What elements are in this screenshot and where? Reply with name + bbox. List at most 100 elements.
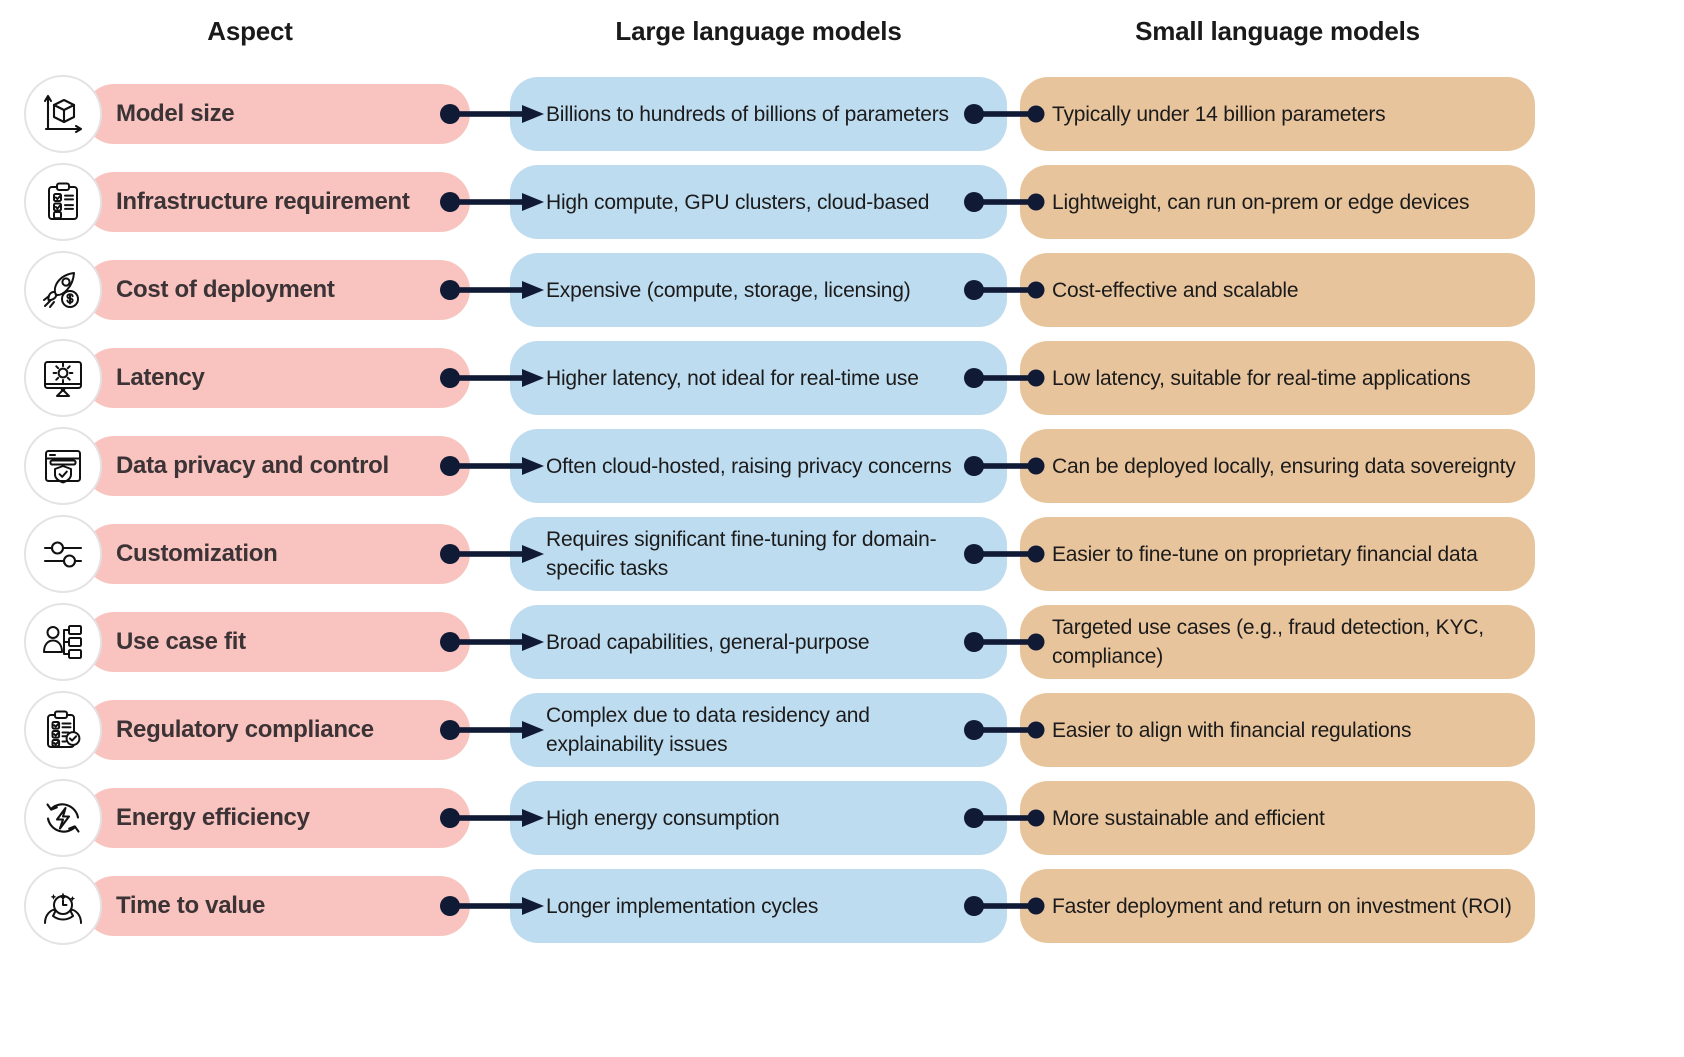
rocket-dollar-icon bbox=[24, 251, 102, 329]
connector-llm-to-slm bbox=[962, 691, 1048, 769]
llm-text: Often cloud-hosted, raising privacy conc… bbox=[546, 454, 952, 478]
aspect-label: Model size bbox=[116, 100, 235, 127]
aspect-label: Energy efficiency bbox=[116, 804, 310, 831]
aspect-label: Regulatory compliance bbox=[116, 716, 374, 743]
comparison-row: Latency Higher latency, not ideal for re… bbox=[0, 339, 1684, 417]
comparison-row: Time to value Longer implementation cycl… bbox=[0, 867, 1684, 945]
connector-aspect-to-llm bbox=[436, 75, 546, 153]
connector-llm-to-slm bbox=[962, 251, 1048, 329]
clipboard-check-badge-icon bbox=[24, 691, 102, 769]
slm-text: Easier to fine-tune on proprietary finan… bbox=[1052, 542, 1478, 566]
llm-box[interactable] bbox=[510, 781, 1007, 855]
clipboard-checklist-icon bbox=[24, 163, 102, 241]
connector-llm-to-slm bbox=[962, 515, 1048, 593]
slm-text: More sustainable and efficient bbox=[1052, 806, 1325, 830]
llm-box[interactable] bbox=[510, 77, 1007, 151]
llm-box[interactable] bbox=[510, 429, 1007, 503]
column-headers: Aspect Large language models Small langu… bbox=[0, 16, 1684, 56]
aspect-label: Time to value bbox=[116, 892, 266, 919]
comparison-row: Customization Requires significant fine-… bbox=[0, 515, 1684, 593]
header-small-language-models: Small language models bbox=[1135, 16, 1420, 46]
connector-llm-to-slm bbox=[962, 867, 1048, 945]
slm-box[interactable] bbox=[1020, 429, 1535, 503]
monitor-gear-icon bbox=[24, 339, 102, 417]
connector-aspect-to-llm bbox=[436, 779, 546, 857]
aspect-label: Data privacy and control bbox=[116, 452, 389, 479]
comparison-row: Data privacy and control Often cloud-hos… bbox=[0, 427, 1684, 505]
llm-text: Broad capabilities, general-purpose bbox=[546, 630, 870, 654]
aspect-label: Cost of deployment bbox=[116, 276, 335, 303]
llm-box[interactable] bbox=[510, 341, 1007, 415]
llm-text: Higher latency, not ideal for real-time … bbox=[546, 366, 919, 390]
aspect-pill[interactable] bbox=[84, 436, 470, 496]
llm-text: Requires significant fine-tuning for dom… bbox=[546, 528, 937, 580]
slm-box[interactable] bbox=[1020, 869, 1535, 943]
aspect-pill[interactable] bbox=[84, 84, 470, 144]
comparison-row: Infrastructure requirement High compute,… bbox=[0, 163, 1684, 241]
connector-aspect-to-llm bbox=[436, 251, 546, 329]
comparison-row: Regulatory compliance Complex due to dat… bbox=[0, 691, 1684, 769]
connector-aspect-to-llm bbox=[436, 339, 546, 417]
comparison-row: Energy efficiency High energy consumptio… bbox=[0, 779, 1684, 857]
connector-llm-to-slm bbox=[962, 75, 1048, 153]
slm-box[interactable] bbox=[1020, 77, 1535, 151]
slm-box[interactable] bbox=[1020, 693, 1535, 767]
aspect-pill[interactable] bbox=[84, 700, 470, 760]
connector-llm-to-slm bbox=[962, 427, 1048, 505]
sliders-icon bbox=[24, 515, 102, 593]
connector-aspect-to-llm bbox=[436, 691, 546, 769]
llm-box[interactable] bbox=[510, 253, 1007, 327]
connector-llm-to-slm bbox=[962, 779, 1048, 857]
aspect-pill[interactable] bbox=[84, 876, 470, 936]
slm-text: Low latency, suitable for real-time appl… bbox=[1052, 366, 1471, 390]
comparison-row: Use case fit Broad capabilities, general… bbox=[0, 603, 1684, 681]
aspect-pill[interactable] bbox=[84, 524, 470, 584]
slm-box[interactable] bbox=[1020, 165, 1535, 239]
llm-text: High compute, GPU clusters, cloud-based bbox=[546, 190, 930, 214]
slm-text: Faster deployment and return on investme… bbox=[1052, 894, 1512, 918]
connector-aspect-to-llm bbox=[436, 427, 546, 505]
slm-box[interactable] bbox=[1020, 605, 1535, 679]
aspect-pill[interactable] bbox=[84, 260, 470, 320]
slm-text: Targeted use cases (e.g., fraud detectio… bbox=[1052, 616, 1484, 668]
connector-llm-to-slm bbox=[962, 163, 1048, 241]
connector-aspect-to-llm bbox=[436, 515, 546, 593]
llm-text: High energy consumption bbox=[546, 806, 780, 830]
user-hierarchy-icon bbox=[24, 603, 102, 681]
slm-box[interactable] bbox=[1020, 253, 1535, 327]
llm-box[interactable] bbox=[510, 693, 1007, 767]
llm-text: Billions to hundreds of billions of para… bbox=[546, 102, 949, 126]
comparison-row: Model size Billions to hundreds of billi… bbox=[0, 75, 1684, 153]
header-large-language-models: Large language models bbox=[615, 16, 902, 46]
slm-box[interactable] bbox=[1020, 341, 1535, 415]
connector-aspect-to-llm bbox=[436, 163, 546, 241]
connector-llm-to-slm bbox=[962, 339, 1048, 417]
llm-text: Expensive (compute, storage, licensing) bbox=[546, 278, 911, 302]
connector-aspect-to-llm bbox=[436, 867, 546, 945]
llm-box[interactable] bbox=[510, 165, 1007, 239]
llm-box[interactable] bbox=[510, 517, 1007, 591]
aspect-pill[interactable] bbox=[84, 612, 470, 672]
aspect-label: Infrastructure requirement bbox=[116, 188, 410, 215]
aspect-pill[interactable] bbox=[84, 788, 470, 848]
header-aspect: Aspect bbox=[207, 16, 293, 46]
llm-text: Complex due to data residency and explai… bbox=[546, 704, 870, 756]
slm-box[interactable] bbox=[1020, 517, 1535, 591]
browser-shield-icon bbox=[24, 427, 102, 505]
aspect-label: Customization bbox=[116, 540, 278, 567]
llm-box[interactable] bbox=[510, 605, 1007, 679]
aspect-pill[interactable] bbox=[84, 348, 470, 408]
llm-box[interactable] bbox=[510, 869, 1007, 943]
slm-text: Can be deployed locally, ensuring data s… bbox=[1052, 454, 1516, 478]
aspect-label: Latency bbox=[116, 364, 205, 391]
slm-text: Easier to align with financial regulatio… bbox=[1052, 718, 1412, 742]
aspect-pill[interactable] bbox=[84, 172, 470, 232]
slm-text: Typically under 14 billion parameters bbox=[1052, 102, 1386, 126]
connector-aspect-to-llm bbox=[436, 603, 546, 681]
slm-text: Lightweight, can run on-prem or edge dev… bbox=[1052, 190, 1470, 214]
connector-llm-to-slm bbox=[962, 603, 1048, 681]
aspect-label: Use case fit bbox=[116, 628, 246, 655]
slm-box[interactable] bbox=[1020, 781, 1535, 855]
energy-recycle-icon bbox=[24, 779, 102, 857]
